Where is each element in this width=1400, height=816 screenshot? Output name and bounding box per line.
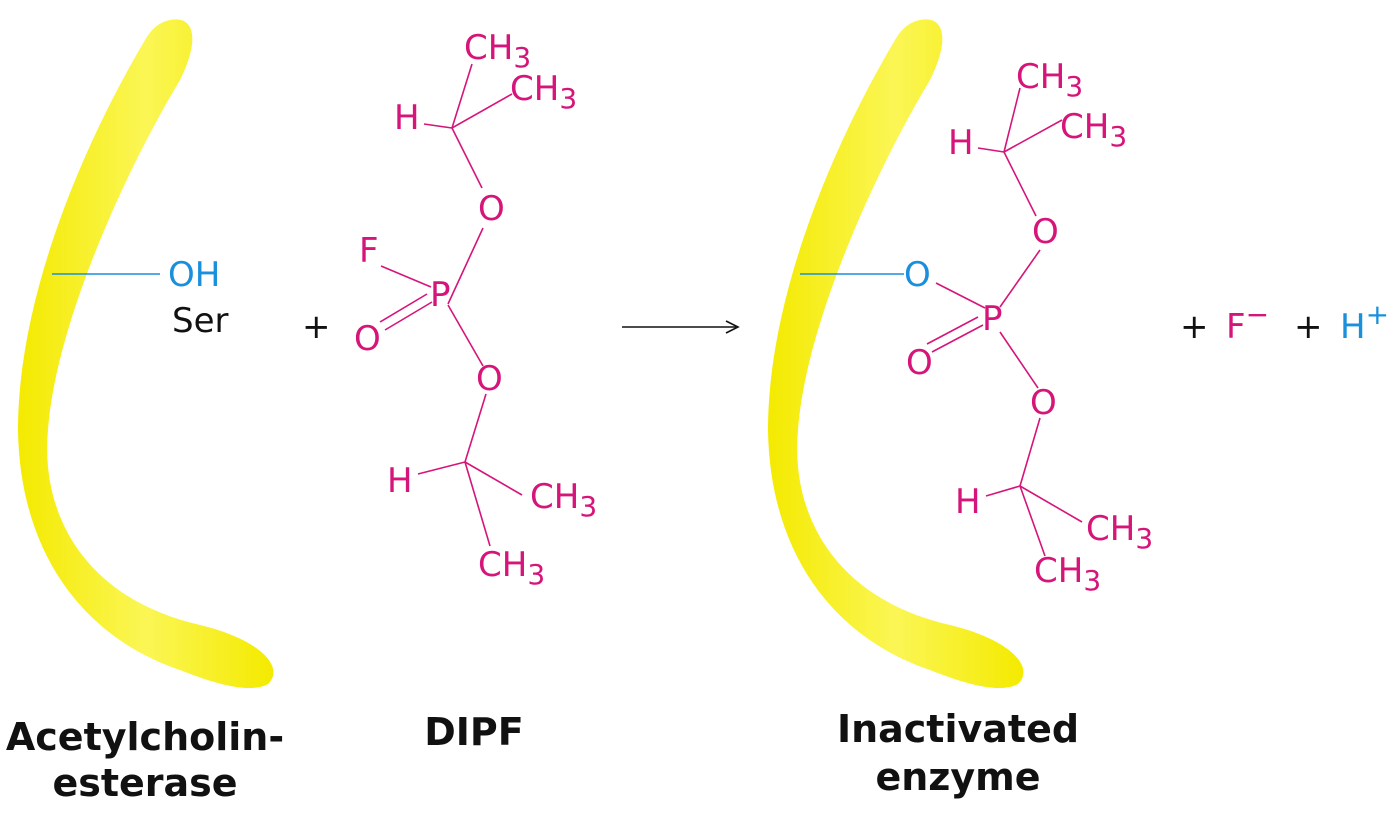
hydrogen-lower-2: H (955, 482, 981, 522)
methyl-7: CH3 (1086, 509, 1153, 555)
caption-enzyme-line2: esterase (52, 761, 237, 805)
dipf-molecule: F P O O O H H CH3 CH3 CH3 CH3 (354, 28, 597, 591)
oxygen-lower-2: O (1030, 383, 1057, 423)
fluorine-atom: F (359, 231, 379, 271)
methyl-4: CH3 (478, 545, 545, 591)
oxygen-lower: O (476, 359, 503, 399)
methyl-2: CH3 (510, 69, 577, 115)
enzyme-shape-right (768, 19, 1024, 689)
serine-oxygen: O (904, 255, 931, 295)
caption-inactivated-line2: enzyme (875, 755, 1040, 799)
reaction-arrow (622, 320, 740, 334)
fluoride-ion: F− (1226, 298, 1269, 347)
oxygen-upper-2: O (1032, 212, 1059, 252)
oxygen-double-bond-2: O (906, 343, 933, 383)
hydrogen-upper: H (394, 98, 420, 138)
hydrogen-upper-2: H (948, 123, 974, 163)
methyl-1: CH3 (464, 28, 531, 74)
caption-dipf: DIPF (424, 710, 524, 754)
hydroxyl-label: OH (168, 255, 220, 295)
plus-sign-2: + (1180, 307, 1209, 347)
inactivated-molecule: O P O O O H H CH3 CH3 CH3 CH3 (904, 57, 1153, 597)
methyl-5: CH3 (1016, 57, 1083, 103)
plus-sign-3: + (1294, 307, 1323, 347)
oxygen-double-bond: O (354, 319, 381, 359)
phosphorus-atom: P (430, 275, 451, 315)
phosphorus-atom-2: P (982, 299, 1003, 339)
serine-label: Ser (172, 301, 229, 341)
methyl-8: CH3 (1034, 551, 1101, 597)
methyl-6: CH3 (1060, 107, 1127, 153)
methyl-3: CH3 (530, 477, 597, 523)
caption-enzyme-line1: Acetylcholin- (6, 715, 284, 759)
plus-sign-1: + (302, 307, 331, 347)
oxygen-upper: O (478, 189, 505, 229)
proton-ion: H+ (1340, 298, 1389, 347)
hydrogen-lower: H (387, 461, 413, 501)
caption-inactivated-line1: Inactivated (837, 707, 1079, 751)
enzyme-shape-left (18, 19, 274, 689)
